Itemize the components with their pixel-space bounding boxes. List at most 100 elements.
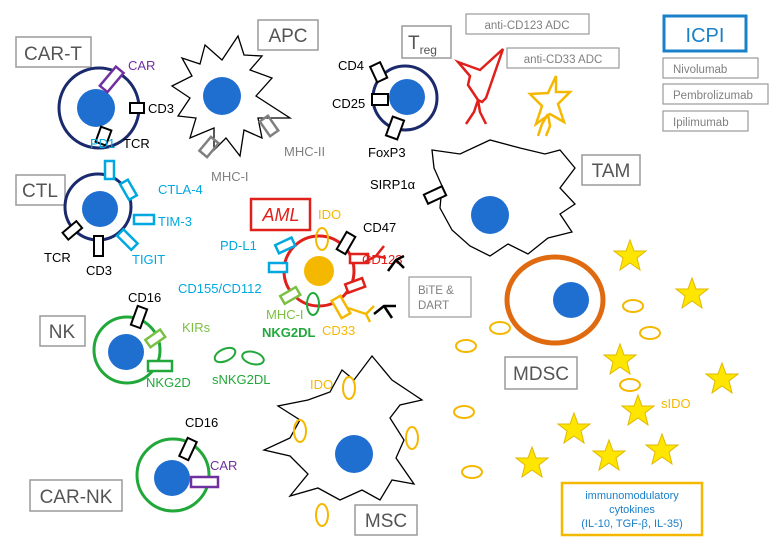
car-nk-label: CAR-NK (40, 487, 113, 508)
mdsc-label: MDSC (513, 364, 569, 385)
ido-ellipse (315, 503, 329, 527)
adc-cd123-box (465, 13, 590, 35)
car-nk-cd16-receptor (177, 436, 199, 462)
ido-ellipse (342, 376, 356, 400)
cytokine-star (620, 393, 656, 427)
foxp3-label: FoxP3 (368, 145, 406, 160)
mdsc-membrane (504, 254, 606, 346)
cd33-label: CD33 (322, 323, 355, 338)
tam-membrane (431, 139, 576, 257)
nk-cell: NK CD16 KIRs NKG2D sNKG2DL (39, 290, 271, 390)
cytokines-frame (560, 481, 704, 537)
car-nk-car-receptor (189, 475, 220, 489)
tigit-receptor (115, 227, 140, 252)
ido-ellipse (455, 339, 477, 353)
apc-cell: APC MHC-I MHC-II (170, 19, 325, 184)
cd33-receptor (329, 294, 353, 320)
car-nk-nucleus (154, 460, 190, 496)
icpi-title: ICPI (686, 25, 725, 47)
treg-nucleus (389, 79, 425, 115)
nkg2dl-label: NKG2DL (262, 325, 316, 340)
tam-cell: TAM SIRP1α (370, 139, 641, 257)
ctl-nucleus (82, 191, 118, 227)
cd155-label: CD155/CD112 (178, 281, 262, 296)
adc-cd123-label: anti-CD123 ADC (484, 20, 569, 32)
mhc-ii-receptor (258, 114, 280, 138)
icpi-item-box (662, 83, 769, 105)
aml-cell: AML IDO CD47 PD-L1 CD123 CD155/CD112 MHC… (178, 197, 472, 340)
nkg2d-label: NKG2D (146, 375, 191, 390)
nk-membrane (92, 315, 162, 385)
cytokines-box: immunomodulatory cytokines (IL-10, TGF-β… (560, 481, 704, 537)
icpi-title-box (662, 14, 748, 53)
cytokines-line1: immunomodulatory (585, 490, 679, 502)
adc-cd123-antibody (464, 99, 488, 125)
bite-label: BiTE & (418, 285, 454, 297)
treg-label-main: T (408, 33, 420, 54)
tcr-label: TCR (123, 136, 150, 151)
cytokine-stars (514, 238, 740, 479)
treg-cell: Treg CD4 CD25 FoxP3 (332, 25, 452, 160)
aml-cd123-lower (343, 276, 367, 295)
msc-nucleus (335, 435, 373, 473)
icpi-panel: ICPI Nivolumab Pembrolizumab Ipilimumab (662, 14, 769, 132)
sirp1a-label: SIRP1α (370, 177, 416, 192)
ido-ellipse (293, 419, 307, 443)
aml-label: AML (261, 205, 299, 225)
icpi-item-pembrolizumab: Pembrolizumab (673, 90, 753, 102)
icpi-item-box (662, 110, 749, 132)
cd123-antibody (364, 245, 387, 264)
aml-ido (315, 227, 329, 251)
kirs-receptor (143, 327, 167, 349)
aml-nucleus (304, 256, 334, 286)
ctl-label: CTL (22, 181, 58, 202)
mdsc-nucleus (553, 282, 589, 318)
ctla4-receptor (118, 177, 139, 202)
msc-label-box (354, 504, 418, 536)
cd25-receptor (371, 93, 389, 106)
ctl-cell: CTL PD1 CTLA-4 TIM-3 TIGIT TCR CD3 (15, 136, 203, 278)
car-t-cell: CAR-T CAR CD3 TCR (15, 36, 174, 151)
cd33-antibody (347, 305, 375, 323)
pd1-label: PD1 (90, 136, 115, 151)
bite-upper-antibody (386, 254, 405, 272)
tcr-receptor (94, 125, 113, 147)
mdsc-label-box (504, 356, 578, 390)
adc-cd33-antibody (536, 113, 552, 137)
msc-cell: MSC IDO (262, 354, 424, 536)
cytokine-star (602, 342, 638, 376)
car-t-label: CAR-T (24, 44, 82, 65)
dart-label: DART (418, 300, 449, 312)
cytokine-star (612, 238, 648, 272)
tam-label: TAM (592, 161, 631, 182)
mdsc-cell: MDSC (504, 254, 606, 390)
mhc-ii-label: MHC-II (284, 144, 325, 159)
icpi-item-ipilimumab: Ipilimumab (673, 117, 729, 129)
msc-ido-label: IDO (310, 377, 333, 392)
ido-ellipse (489, 321, 511, 335)
nk-cd16-receptor (129, 304, 149, 330)
sido-label: sIDO (661, 396, 691, 411)
cytokines-line2: cytokines (609, 504, 655, 516)
treg-label: Treg (408, 33, 437, 57)
car-nk-cd16-label: CD16 (185, 415, 218, 430)
bite-lower-antibody (373, 304, 396, 319)
msc-membrane (262, 354, 424, 501)
nk-cd16-label: CD16 (128, 290, 161, 305)
pd1-receptor (103, 159, 116, 181)
cd25-label: CD25 (332, 96, 365, 111)
pdl1-receptor-2 (273, 235, 297, 255)
adc-cd123-star (453, 48, 505, 104)
ctl-tcr-receptor (61, 219, 84, 242)
treg-label-box (401, 25, 452, 59)
cytokine-star (514, 445, 550, 479)
kirs-label: KIRs (182, 320, 211, 335)
cd3-receptor (129, 102, 145, 114)
cytokine-star (674, 276, 710, 310)
adc-cd33-label: anti-CD33 ADC (524, 54, 603, 66)
aml-label-box (249, 197, 312, 232)
ido-ellipse (622, 299, 644, 313)
ido-ellipse (619, 378, 641, 392)
